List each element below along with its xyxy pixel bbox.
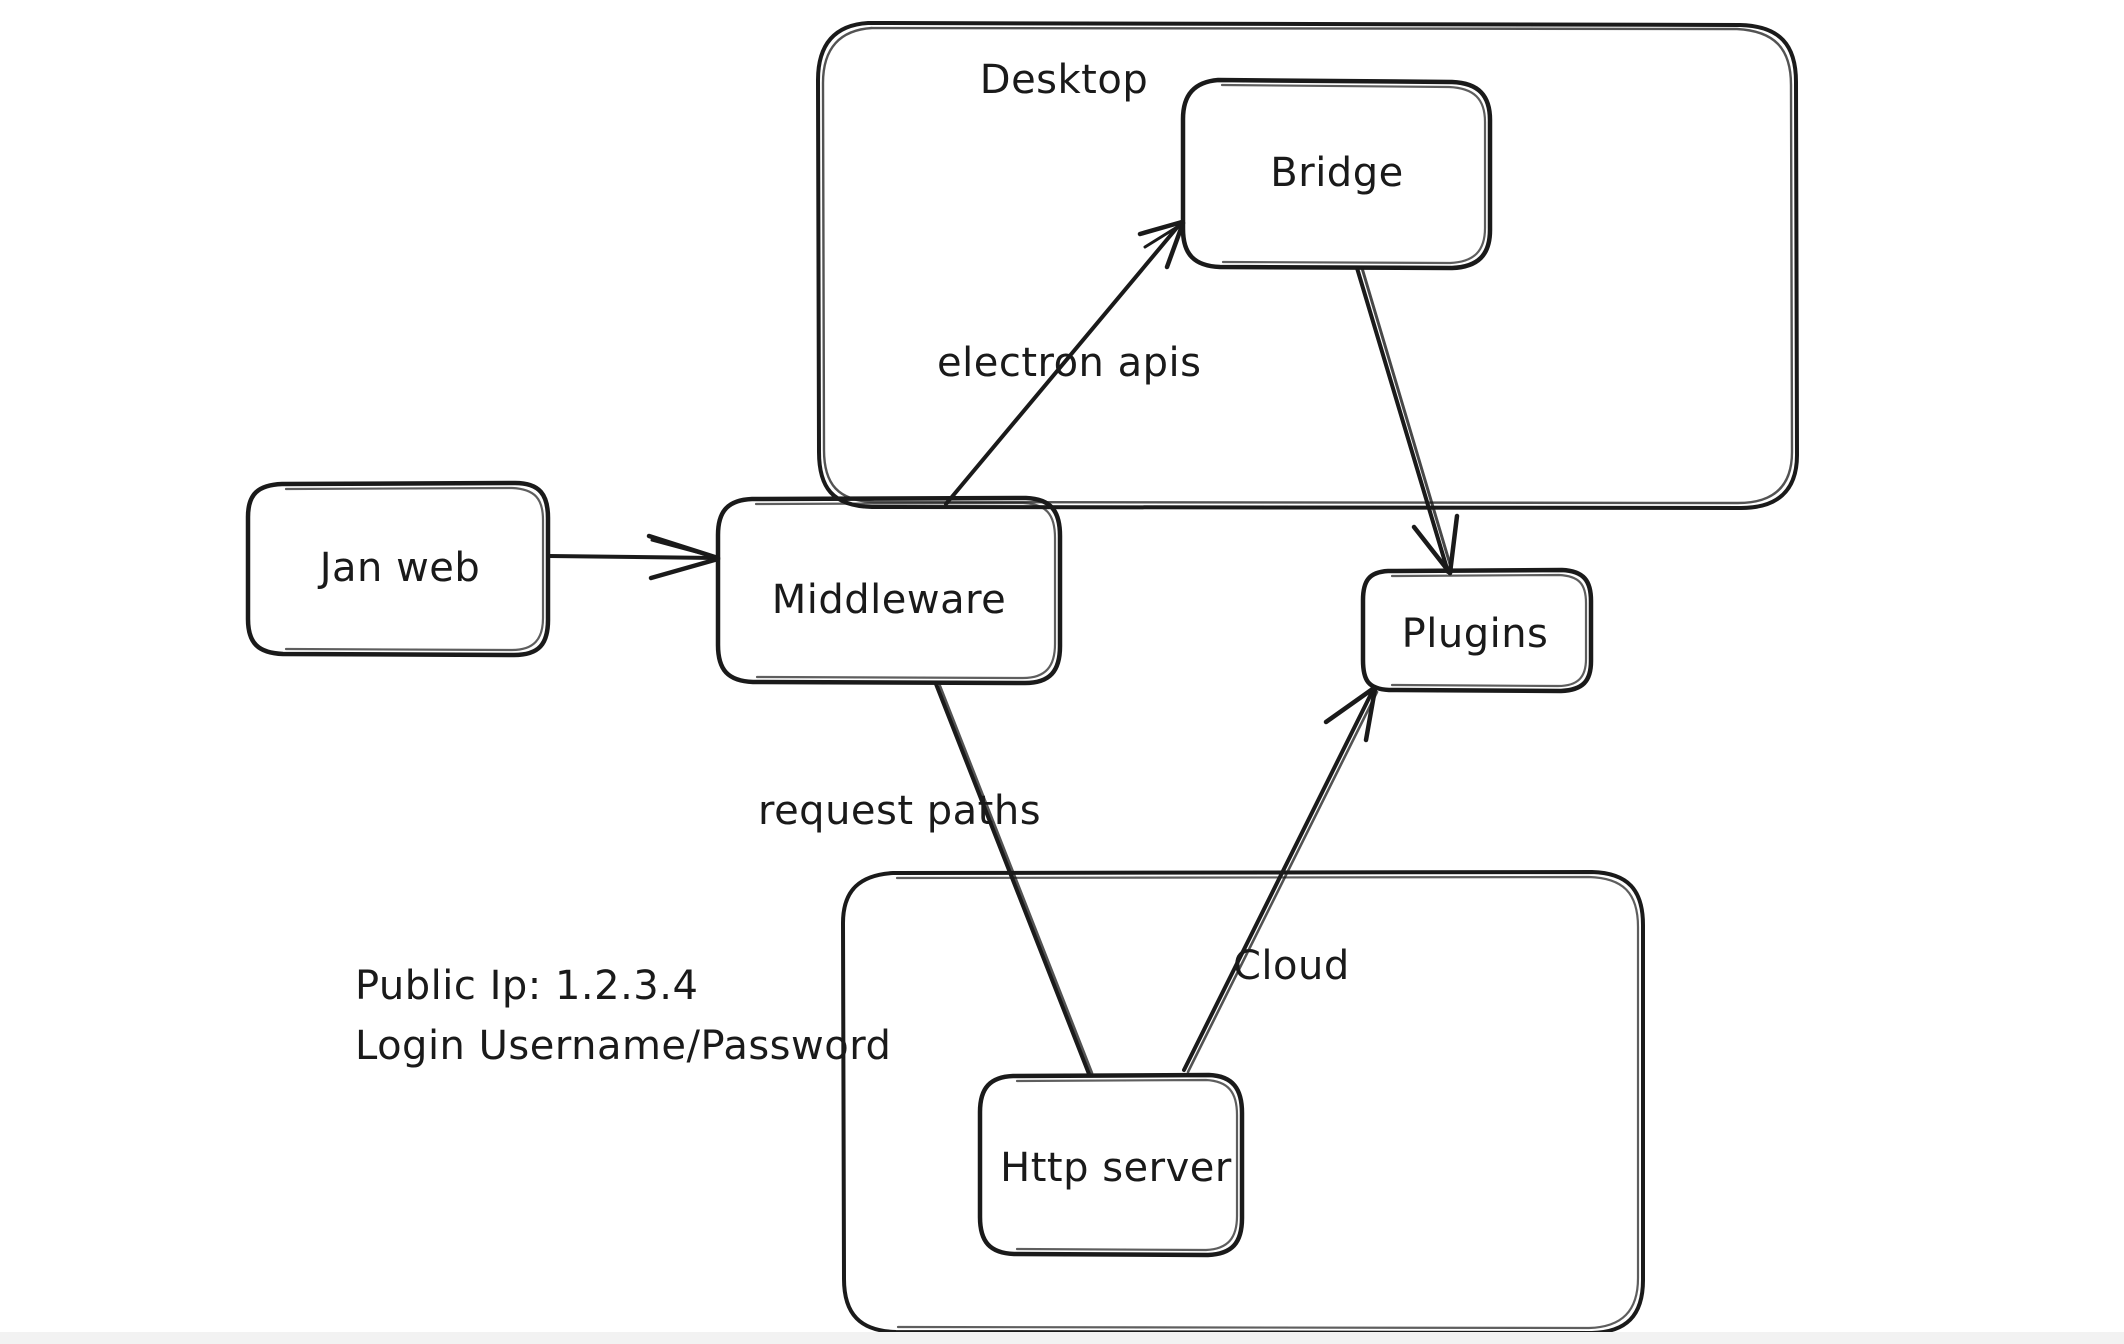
node-http-server-outline — [977, 1072, 1245, 1258]
edge-bridge-to-plugins — [1355, 266, 1460, 576]
edge-http-server-to-plugins — [1182, 685, 1379, 1074]
edge-label-cloud: Cloud — [1233, 943, 1350, 989]
node-jan-web-outline — [245, 480, 551, 658]
edge-label-request-paths: request paths — [758, 788, 1042, 834]
edge-middleware-to-http-server — [934, 682, 1094, 1076]
edge-label-electron-apis: electron apis — [937, 340, 1202, 386]
note-public-ip: Public Ip: 1.2.3.4 — [355, 963, 699, 1009]
node-label-bridge[interactable]: Bridge — [1270, 150, 1404, 196]
group-label-desktop: Desktop — [979, 57, 1149, 103]
node-middleware-outline — [715, 495, 1063, 686]
node-bridge-outline — [1180, 77, 1493, 271]
bottom-edge-strip — [0, 1332, 2124, 1344]
node-label-plugins[interactable]: Plugins — [1401, 611, 1549, 657]
note-login-credentials: Login Username/Password — [355, 1023, 892, 1069]
edge-middleware-to-bridge — [944, 219, 1186, 506]
node-label-http-server[interactable]: Http server — [1000, 1145, 1232, 1191]
node-plugins-outline — [1360, 567, 1594, 694]
node-label-middleware[interactable]: Middleware — [771, 577, 1007, 623]
group-desktop-outline — [816, 21, 1799, 510]
node-label-jan-web[interactable]: Jan web — [319, 545, 481, 591]
edge-jan-web-to-middleware — [547, 533, 721, 581]
